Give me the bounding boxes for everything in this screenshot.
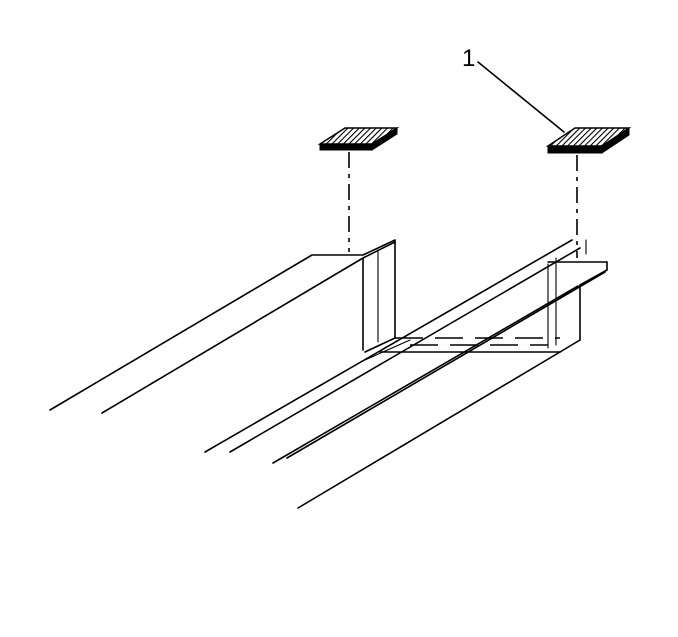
cross-member (364, 337, 561, 361)
callout-label-1: 1 (462, 45, 475, 72)
callout-leader-line (477, 61, 565, 133)
right-frame-rail (204, 239, 608, 509)
right-pad (545, 127, 632, 154)
left-pad (317, 127, 400, 151)
left-frame-rail (49, 239, 396, 414)
